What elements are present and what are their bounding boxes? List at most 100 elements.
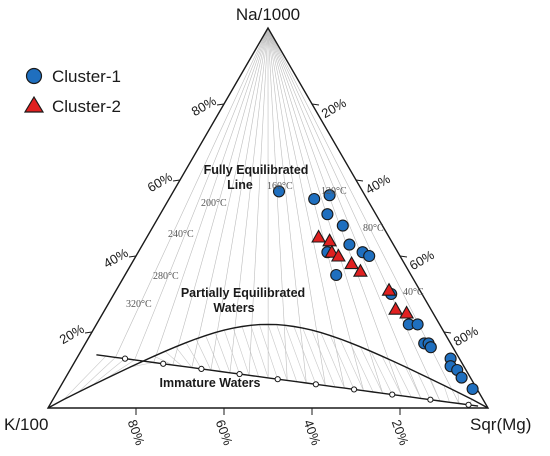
grid-tie-line — [267, 324, 288, 381]
grid-ray — [172, 27, 269, 366]
point-cluster-2-0 — [311, 229, 327, 243]
grid-tie-line — [360, 346, 383, 394]
grid-tie-line — [381, 356, 403, 396]
grid-ray — [267, 27, 307, 384]
point-cluster-1-12 — [411, 318, 424, 331]
point-cluster-2-6 — [381, 282, 397, 296]
right-tick-2-mark — [399, 255, 408, 258]
temp-label-80: 80°C — [363, 223, 384, 234]
vertex-label-right: Sqr(Mg) — [470, 415, 531, 434]
grid-ray — [267, 27, 326, 386]
right-tick-2-label: 60% — [407, 247, 437, 273]
isotherm-node — [350, 386, 358, 393]
point-cluster-2-7 — [388, 301, 404, 315]
left-tick-1-label: 40% — [101, 245, 131, 271]
grid-tie-line — [330, 335, 355, 390]
edge-ticks: 20%20%20%40%40%40%60%60%60%80%80%80% — [57, 93, 481, 448]
grid-tie-line — [339, 338, 364, 391]
isotherm-node — [236, 370, 243, 378]
temp-label-200: 200°C — [201, 198, 227, 209]
point-cluster-1-5 — [343, 238, 356, 251]
right-tick-3-label: 80% — [451, 323, 481, 349]
grid-ray — [267, 27, 345, 389]
triangle-outline — [46, 26, 490, 409]
point-cluster-1-15 — [424, 341, 437, 354]
equilibrium-curves — [47, 323, 489, 409]
grid-tie-line — [259, 324, 278, 380]
triangle-frame — [46, 26, 490, 409]
bottom-tick-0-label: 20% — [389, 418, 412, 448]
grid-tie-line — [105, 359, 135, 380]
isotherm-node — [274, 376, 281, 383]
grid-tie-line — [405, 366, 422, 399]
right-tick-0-mark — [311, 103, 320, 106]
temp-label-320: 320°C — [126, 299, 152, 310]
grid-tie-line — [241, 326, 259, 377]
isotherm-node — [121, 355, 129, 362]
grid-tie-line — [284, 325, 307, 384]
grid-tie-line — [349, 342, 374, 393]
grid-ray — [153, 27, 269, 363]
right-tick-0-label: 20% — [319, 95, 349, 121]
grid-tie-line — [320, 332, 345, 389]
grid-tie-line — [185, 342, 202, 370]
data-points — [272, 185, 479, 396]
grid-tie-line — [276, 324, 298, 382]
vertex-label-left: K/100 — [4, 415, 48, 434]
right-tick-1-label: 40% — [363, 171, 393, 197]
grid-tie-line — [232, 327, 250, 376]
point-cluster-1-2 — [272, 185, 286, 198]
bottom-tick-2-label: 60% — [213, 418, 236, 448]
temperature-grid — [63, 27, 473, 405]
point-cluster-1-0 — [323, 189, 336, 202]
left-tick-2-mark — [172, 179, 181, 182]
grid-tie-line — [393, 361, 412, 398]
grid-tie-line — [91, 358, 126, 386]
grid-ray — [210, 27, 269, 371]
grid-tie-line — [77, 357, 116, 393]
isotherm-node — [312, 381, 319, 388]
point-cluster-1-20 — [466, 382, 479, 396]
grid-tie-line — [164, 351, 183, 367]
grid-ray — [267, 27, 422, 399]
point-cluster-2-8 — [399, 305, 415, 319]
isotherm-node — [465, 401, 472, 408]
point-cluster-2-3 — [330, 248, 346, 262]
grid-tie-line — [417, 372, 431, 400]
legend-label-cluster-2: Cluster-2 — [52, 97, 121, 116]
grid-tie-line — [130, 362, 154, 368]
point-cluster-2-1 — [322, 233, 338, 247]
grid-tie-line — [457, 392, 460, 404]
left-tick-1-mark — [128, 255, 137, 258]
legend-marker-cluster-2 — [23, 95, 45, 113]
left-tick-0-label: 20% — [57, 321, 87, 347]
left-tick-2-label: 60% — [145, 169, 175, 195]
temp-label-120: 120°C — [321, 186, 347, 197]
immature-waters-boundary — [47, 323, 489, 409]
grid-tie-line — [293, 326, 317, 385]
left-tick-3-mark — [216, 103, 225, 106]
grid-ray — [267, 27, 403, 396]
legend-marker-cluster-1 — [25, 67, 43, 85]
grid-ray — [267, 27, 364, 391]
grid-tie-line — [153, 355, 173, 366]
temp-label-240: 240°C — [168, 229, 194, 240]
left-tick-3-label: 80% — [189, 93, 219, 119]
point-cluster-1-1 — [308, 192, 321, 206]
isotherm-node — [389, 391, 396, 398]
grid-ray — [134, 27, 269, 361]
grid-tie-line — [250, 325, 269, 378]
bottom-tick-3-label: 80% — [125, 418, 148, 448]
point-cluster-1-4 — [336, 219, 349, 232]
grid-ray — [267, 27, 288, 381]
grid-tie-line — [223, 330, 240, 375]
isotherm-node — [198, 365, 205, 373]
temp-label-280: 280°C — [153, 271, 179, 282]
full-line-label-1: Fully Equilibrated — [204, 163, 309, 177]
vertex-label-top: Na/1000 — [236, 5, 300, 24]
right-tick-1-mark — [355, 179, 364, 182]
grid-ray — [115, 27, 269, 358]
grid-ray — [191, 27, 269, 368]
point-cluster-1-19 — [455, 371, 468, 384]
